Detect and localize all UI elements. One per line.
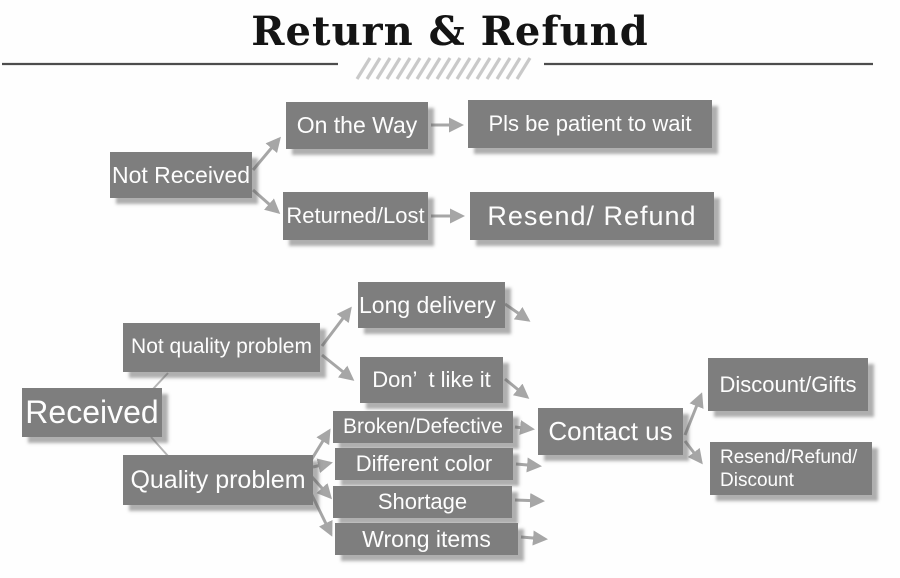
- arrow-wrongitems-to-contact: [520, 530, 548, 546]
- arrow-notreceived-to-returnedlost: [252, 188, 281, 214]
- node-received: Received: [22, 388, 162, 437]
- arrow-broken-to-contact: [514, 420, 535, 436]
- node-quality-problem: Quality problem: [123, 455, 313, 505]
- arrow-notreceived-to-ontheway: [251, 136, 281, 171]
- node-contact-us: Contact us: [538, 408, 683, 455]
- arrow-notquality-to-dontlike: [321, 353, 355, 381]
- node-resend-refund-discount: Resend/Refund/ Discount: [710, 442, 872, 495]
- arrow-quality-to-shortage: [310, 475, 333, 500]
- node-pls-be-patient-to-wait: Pls be patient to wait: [468, 100, 712, 148]
- node-resend-refund-discount-line1: Resend/Refund/: [720, 446, 858, 468]
- line-received-to-quality: [150, 436, 169, 457]
- node-returned-lost: Returned/Lost: [283, 192, 428, 240]
- node-long-delivery: Long delivery: [358, 282, 505, 328]
- node-on-the-way: On the Way: [286, 102, 428, 149]
- node-resend-refund-discount-line2: Discount: [720, 469, 794, 491]
- title-hatch-decoration: [355, 57, 532, 80]
- arrow-shortage-to-contact: [514, 493, 545, 509]
- arrow-notquality-to-longdelivery: [320, 306, 352, 347]
- node-resend-refund: Resend/ Refund: [470, 192, 714, 240]
- arrow-quality-to-broken: [308, 428, 331, 463]
- line-received-to-notquality: [152, 372, 169, 390]
- node-not-received: Not Received: [110, 152, 252, 198]
- node-different-color: Different color: [335, 448, 513, 480]
- arrow-dontlike-to-contact: [504, 377, 530, 399]
- node-not-quality-problem: Not quality problem: [123, 323, 320, 372]
- node-discount-gifts: Discount/Gifts: [708, 358, 868, 411]
- arrow-contact-to-resendrefunddiscount: [683, 440, 703, 465]
- arrow-quality-to-diffcolor: [312, 458, 333, 474]
- node-wrong-items: Wrong items: [335, 523, 518, 555]
- node-broken-defective: Broken/Defective: [333, 411, 513, 443]
- arrow-diffcolor-to-contact: [515, 457, 542, 473]
- arrow-contact-to-discountgifts: [683, 392, 704, 436]
- arrow-longdelivery-to-contact: [504, 302, 531, 322]
- node-dont-like-it: Don’ t like it: [360, 357, 503, 403]
- page-title: Return & Refund: [251, 8, 649, 55]
- node-shortage: Shortage: [333, 486, 512, 518]
